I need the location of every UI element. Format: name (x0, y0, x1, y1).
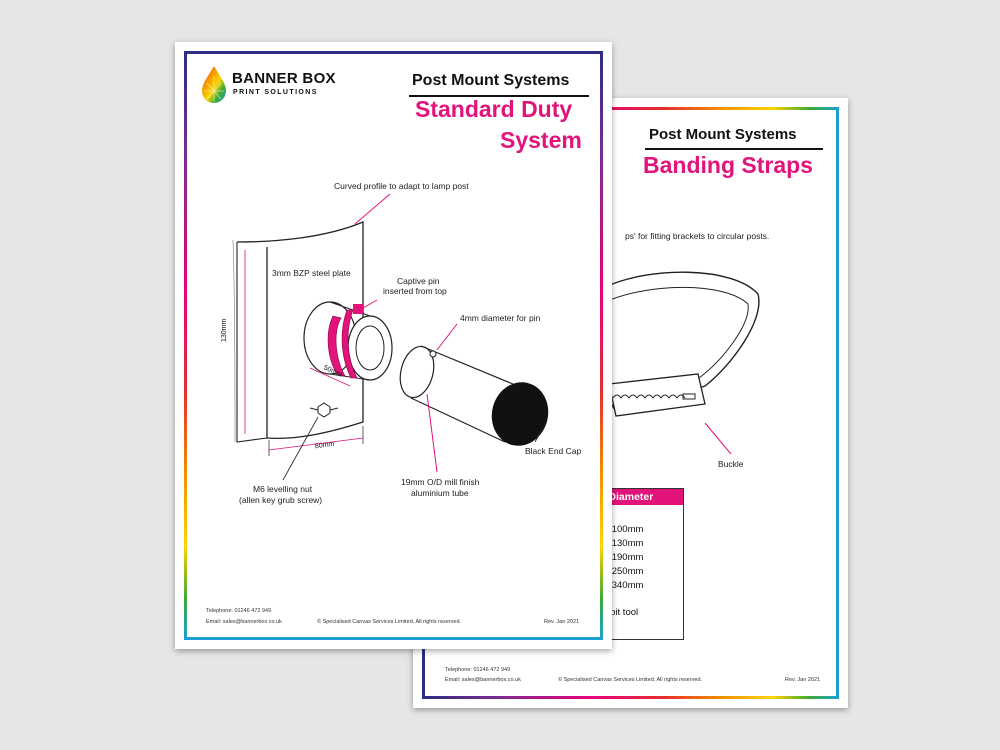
strap-band (602, 271, 760, 415)
back-sheet-header-rule (645, 148, 823, 150)
curved-leader (354, 193, 391, 225)
callout-nut-2: (allen key grub screw) (239, 495, 323, 505)
dim-height-label: 130mm (221, 318, 228, 342)
front-sheet-title-line2: System (500, 127, 582, 153)
callout-tube-1: 19mm O/D mill finish (401, 477, 480, 487)
plate-edge (236, 242, 268, 443)
front-footer-rev: Rev. Jan 2021 (544, 619, 580, 625)
diameter-table: t Diameter 0 - 100mm 0 - 130mm 0 - 190mm… (598, 488, 684, 640)
table-row: 0 - 100mm (598, 524, 644, 535)
callout-captive-pin-2: inserted from top (383, 286, 447, 296)
diameter-table-header: t Diameter (598, 489, 683, 505)
dim-collar-line (309, 367, 351, 387)
front-footer-phone: Telephone: 01246 472 949 (206, 608, 272, 614)
front-sheet-title-line1: Standard Duty (415, 96, 573, 122)
diameter-table-note: rill bit tool (598, 607, 639, 618)
front-footer-email: Email: sales@bannerbox.co.uk (206, 619, 282, 625)
nut-leader (282, 416, 319, 481)
tube-leader (426, 393, 438, 473)
endcap-leader (534, 423, 546, 443)
front-sheet-header: Post Mount Systems (412, 72, 570, 89)
strap-band-inner (602, 286, 749, 379)
back-footer-rev: Rev. Jan 2021 (785, 677, 821, 683)
back-footer-phone: Telephone: 01246 472 949 (445, 667, 511, 673)
table-row: 0 - 250mm (598, 566, 644, 577)
front-sheet-header-rule (409, 95, 589, 97)
front-sheet-standard-duty: BANNER BOX PRINT SOLUTIONS Post Mount Sy… (175, 42, 612, 649)
hole-leader (436, 323, 458, 351)
front-footer-copyright: © Specialised Canvas Services Limited. A… (317, 619, 462, 625)
aluminium-tube (405, 360, 515, 442)
table-row: 0 - 130mm (598, 538, 644, 549)
buckle-leader (704, 422, 732, 455)
buckle-slot (682, 393, 696, 400)
diameter-table-rows: 0 - 100mm 0 - 130mm 0 - 190mm 0 - 250mm … (598, 505, 683, 593)
back-footer-email: Email: sales@bannerbox.co.uk (445, 677, 521, 683)
back-footer-copyright: © Specialised Canvas Services Limited. A… (558, 677, 703, 683)
collar-bore (355, 325, 385, 371)
callout-tube-2: aluminium tube (411, 488, 469, 498)
callout-steel-plate: 3mm BZP steel plate (272, 268, 351, 278)
paint-drop-logo-icon (202, 66, 226, 103)
pin-hole (429, 350, 437, 358)
pin-leader (362, 299, 378, 309)
captive-pin (327, 315, 346, 377)
callout-captive-pin-1: Captive pin (397, 276, 440, 286)
logo-wordmark: BANNER BOX (232, 70, 336, 87)
logo-tagline: PRINT SOLUTIONS (233, 89, 318, 96)
dim-width-line (268, 437, 364, 451)
table-row: 0 - 190mm (598, 552, 644, 563)
buckle-label: Buckle (718, 459, 744, 469)
back-sheet-intro: ps' for fitting brackets to circular pos… (625, 231, 770, 241)
standard-duty-drawing (232, 193, 549, 481)
steel-plate (236, 221, 364, 440)
back-sheet-title: Banding Straps (643, 152, 813, 178)
table-row: 0 - 340mm (598, 580, 644, 591)
callout-curved-profile: Curved profile to adapt to lamp post (334, 181, 469, 191)
banding-strap-drawing (602, 271, 760, 455)
strap-teeth (612, 394, 686, 399)
back-sheet-header: Post Mount Systems (649, 126, 797, 143)
end-cap (491, 382, 549, 446)
callout-nut-1: M6 levelling nut (253, 484, 313, 494)
levelling-nut (317, 402, 331, 418)
callout-pin-hole: 4mm diameter for pin (460, 313, 541, 323)
callout-end-cap: Black End Cap (525, 446, 582, 456)
plate-back-edge (232, 239, 236, 443)
